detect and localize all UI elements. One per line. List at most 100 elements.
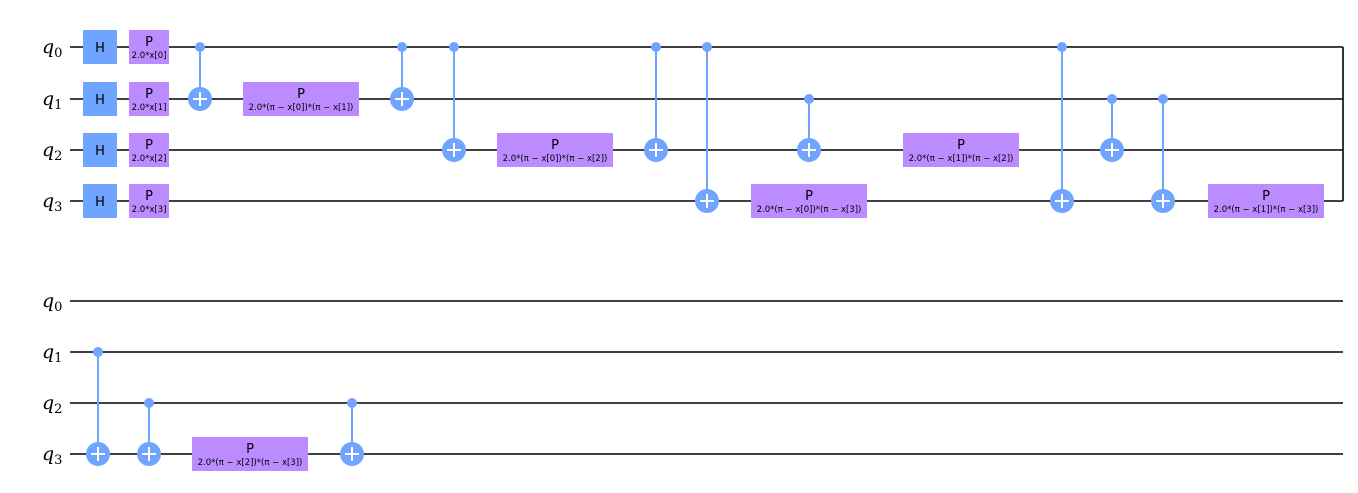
- hadamard-gate-box: [83, 30, 117, 64]
- cnot-control-dot: [144, 398, 154, 408]
- phase-gate-parameter: 2.0*(π − x[0])*(π − x[2]): [503, 154, 608, 164]
- phase-gate-box: [243, 82, 359, 116]
- phase-gate: P2.0*(π − x[0])*(π − x[3]): [751, 184, 867, 218]
- hadamard-gate: H: [83, 82, 117, 116]
- cnot-control-dot: [1057, 42, 1067, 52]
- cnot-gate: [1050, 42, 1074, 213]
- qubit-label-subscript: 2: [54, 402, 62, 417]
- phase-gate-label: P: [297, 87, 305, 102]
- cnot-gate: [340, 398, 364, 466]
- hadamard-gate: H: [83, 184, 117, 218]
- qubit-label-q0: q0: [42, 36, 62, 61]
- phase-gate: P2.0*(π − x[1])*(π − x[2]): [903, 133, 1019, 167]
- cnot-control-dot: [93, 347, 103, 357]
- qubit-label-base: q: [42, 139, 54, 161]
- cnot-gate: [1151, 94, 1175, 213]
- qubit-label-base: q: [42, 290, 54, 312]
- qubit-label-base: q: [42, 341, 54, 363]
- phase-gate-label: P: [246, 442, 254, 457]
- phase-gate-box: [129, 133, 169, 167]
- phase-gate-box: [192, 437, 308, 471]
- qubit-label-subscript: 2: [54, 149, 62, 164]
- cnot-gate: [1100, 94, 1124, 162]
- phase-gate-label: P: [145, 87, 153, 102]
- hadamard-gate-label: H: [95, 144, 105, 159]
- phase-gate-box: [129, 30, 169, 64]
- cnot-gate: [390, 42, 414, 111]
- circuit-block-1: q0q1q2q3HHHHP2.0*x[0]P2.0*x[1]P2.0*x[2]P…: [42, 30, 1344, 218]
- phase-gate-label: P: [145, 138, 153, 153]
- phase-gate-box: [129, 184, 169, 218]
- qubit-label-subscript: 1: [54, 98, 62, 113]
- cnot-control-dot: [397, 42, 407, 52]
- cnot-control-dot: [651, 42, 661, 52]
- phase-gate-box: [903, 133, 1019, 167]
- cnot-control-dot: [1158, 94, 1168, 104]
- phase-gate-box: [497, 133, 613, 167]
- phase-gate: P2.0*(π − x[0])*(π − x[1]): [243, 82, 359, 116]
- phase-gate: P2.0*x[3]: [129, 184, 169, 218]
- qubit-label-q2: q2: [42, 392, 62, 417]
- qubit-label-base: q: [42, 36, 54, 58]
- qubit-label-base: q: [42, 190, 54, 212]
- cnot-gate: [188, 42, 212, 111]
- hadamard-gate: H: [83, 30, 117, 64]
- qubit-label-q2: q2: [42, 139, 62, 164]
- qubit-label-q1: q1: [42, 341, 62, 366]
- cnot-gate: [797, 94, 821, 162]
- phase-gate: P2.0*x[2]: [129, 133, 169, 167]
- qubit-label-subscript: 3: [54, 453, 62, 468]
- qubit-label-q3: q3: [42, 190, 62, 215]
- qubit-label-base: q: [42, 443, 54, 465]
- phase-gate: P2.0*(π − x[2])*(π − x[3]): [192, 437, 308, 471]
- cnot-control-dot: [1107, 94, 1117, 104]
- phase-gate-box: [751, 184, 867, 218]
- qubit-label-base: q: [42, 392, 54, 414]
- phase-gate: P2.0*x[0]: [129, 30, 169, 64]
- phase-gate-parameter: 2.0*x[2]: [132, 154, 167, 164]
- cnot-control-dot: [347, 398, 357, 408]
- hadamard-gate-label: H: [95, 93, 105, 108]
- qubit-label-q1: q1: [42, 88, 62, 113]
- qubit-label-subscript: 3: [54, 200, 62, 215]
- qubit-label-subscript: 1: [54, 351, 62, 366]
- phase-gate-label: P: [551, 138, 559, 153]
- qubit-label-q0: q0: [42, 290, 62, 315]
- phase-gate: P2.0*x[1]: [129, 82, 169, 116]
- phase-gate-parameter: 2.0*x[1]: [132, 103, 167, 113]
- phase-gate: P2.0*(π − x[0])*(π − x[2]): [497, 133, 613, 167]
- phase-gate-label: P: [1262, 189, 1270, 204]
- phase-gate-label: P: [957, 138, 965, 153]
- qubit-label-subscript: 0: [54, 46, 62, 61]
- phase-gate-parameter: 2.0*(π − x[0])*(π − x[1]): [249, 103, 354, 113]
- phase-gate-label: P: [805, 189, 813, 204]
- phase-gate-parameter: 2.0*x[0]: [132, 51, 167, 61]
- phase-gate-box: [1208, 184, 1324, 218]
- phase-gate-parameter: 2.0*(π − x[0])*(π − x[3]): [757, 205, 862, 215]
- hadamard-gate-label: H: [95, 41, 105, 56]
- qubit-label-q3: q3: [42, 443, 62, 468]
- phase-gate-label: P: [145, 189, 153, 204]
- phase-gate: P2.0*(π − x[1])*(π − x[3]): [1208, 184, 1324, 218]
- cnot-gate: [644, 42, 668, 162]
- phase-gate-parameter: 2.0*(π − x[2])*(π − x[3]): [198, 458, 303, 468]
- cnot-gate: [442, 42, 466, 162]
- hadamard-gate-box: [83, 82, 117, 116]
- phase-gate-parameter: 2.0*(π − x[1])*(π − x[2]): [909, 154, 1014, 164]
- hadamard-gate-box: [83, 184, 117, 218]
- cnot-control-dot: [702, 42, 712, 52]
- hadamard-gate: H: [83, 133, 117, 167]
- phase-gate-label: P: [145, 35, 153, 50]
- phase-gate-parameter: 2.0*(π − x[1])*(π − x[3]): [1214, 205, 1319, 215]
- phase-gate-box: [129, 82, 169, 116]
- cnot-gate: [137, 398, 161, 466]
- hadamard-gate-label: H: [95, 195, 105, 210]
- cnot-gate: [695, 42, 719, 213]
- hadamard-gate-box: [83, 133, 117, 167]
- cnot-gate: [86, 347, 110, 466]
- cnot-control-dot: [195, 42, 205, 52]
- qubit-label-base: q: [42, 88, 54, 110]
- cnot-control-dot: [804, 94, 814, 104]
